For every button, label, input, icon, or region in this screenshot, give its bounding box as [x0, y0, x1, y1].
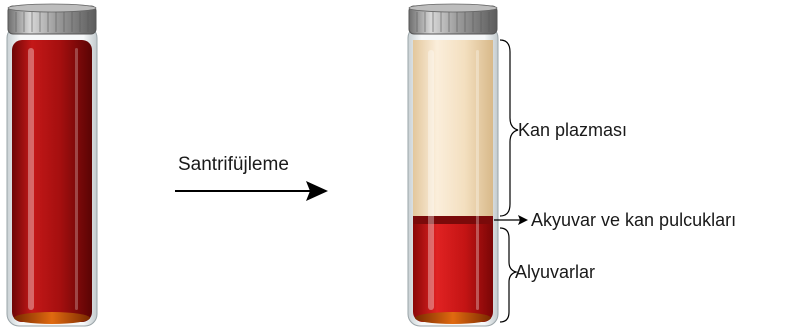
- red-cells-brace: [499, 227, 519, 323]
- tube-cap: [7, 3, 97, 35]
- separated-blood-tube: [407, 3, 499, 327]
- buffy-coat-layer: [413, 216, 493, 225]
- whole-blood-tube: [6, 3, 98, 327]
- glass-highlight: [75, 48, 78, 310]
- buffy-coat-label: Akyuvar ve kan pulcukları: [531, 210, 736, 230]
- buffy-coat-pointer: [494, 215, 528, 225]
- plasma-brace: [499, 39, 519, 217]
- plasma-label: Kan plazması: [518, 120, 627, 140]
- blood-fill: [12, 40, 92, 322]
- tube-bottom: [14, 312, 90, 324]
- glass-highlight: [428, 50, 434, 310]
- red-cells-label: Alyuvarlar: [515, 262, 595, 282]
- glass-highlight: [28, 48, 34, 310]
- centrifugation-arrow: Santrifüjleme: [175, 154, 328, 201]
- tube-bottom: [415, 312, 491, 324]
- red-cells-layer: [413, 224, 493, 322]
- tube-cap: [408, 3, 498, 35]
- plasma-layer: [413, 40, 493, 218]
- centrifugation-label: Santrifüjleme: [178, 154, 289, 175]
- glass-highlight: [476, 50, 479, 310]
